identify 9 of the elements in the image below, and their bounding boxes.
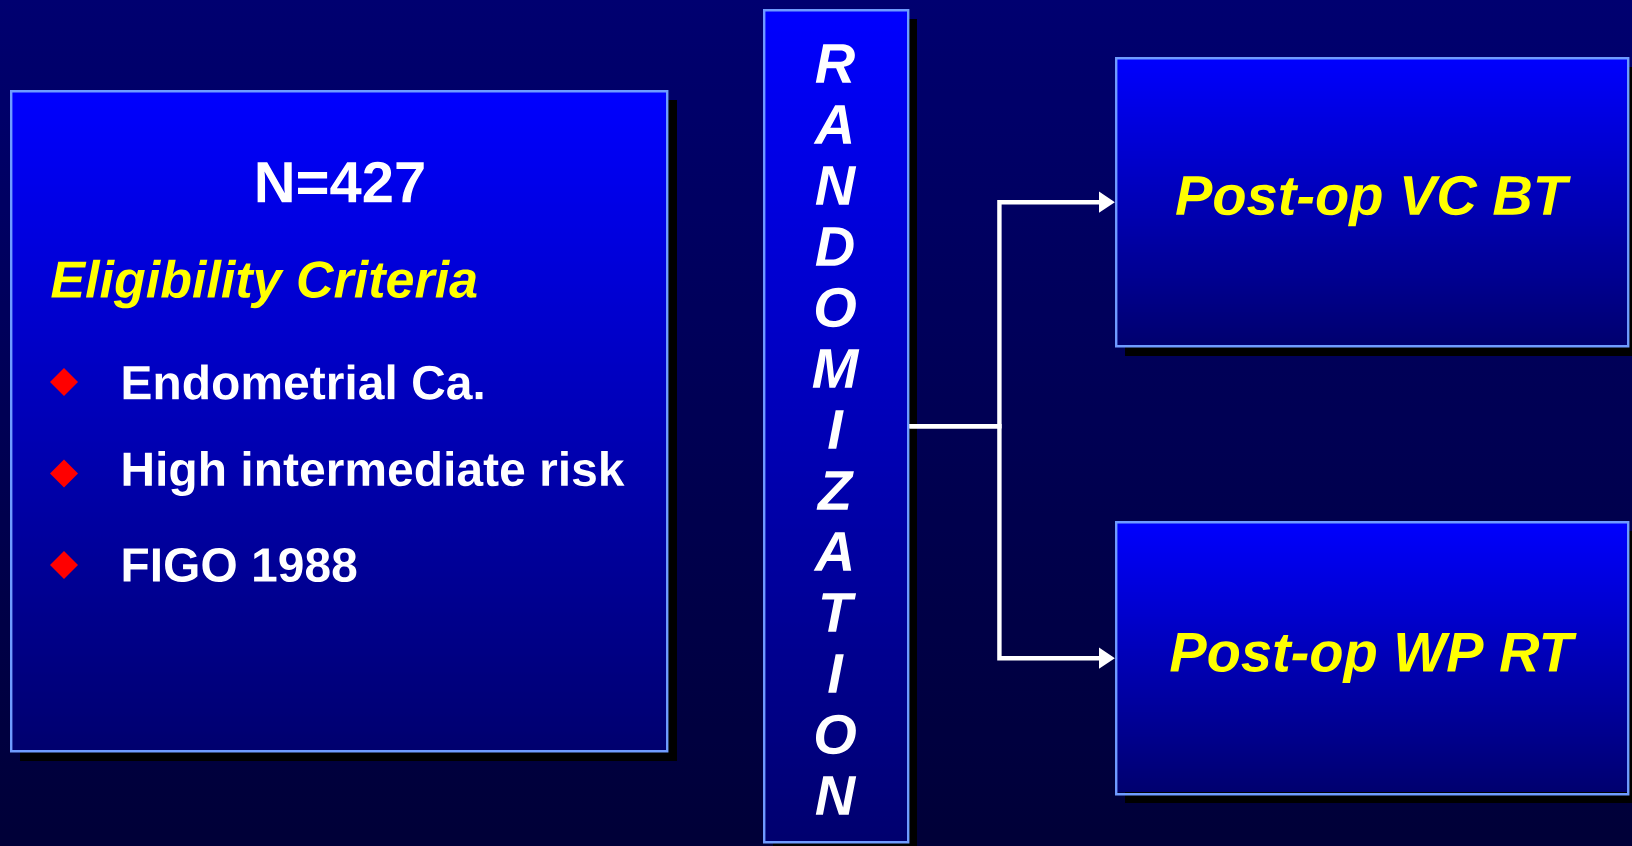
randomization-bar: RANDOMIZATION	[763, 9, 917, 846]
criteria-heading: Eligibility Criteria	[51, 259, 477, 309]
arm-box: Post-op VC BT	[1115, 57, 1632, 356]
bullet-item: High intermediate risk	[123, 451, 625, 496]
criteria-panel	[10, 90, 677, 761]
arm-box: Post-op WP RT	[1115, 521, 1632, 803]
bullet-item: FIGO 1988	[123, 548, 357, 582]
bullet-item: Endometrial Ca.	[123, 364, 483, 400]
count-heading: N=427	[257, 161, 424, 203]
